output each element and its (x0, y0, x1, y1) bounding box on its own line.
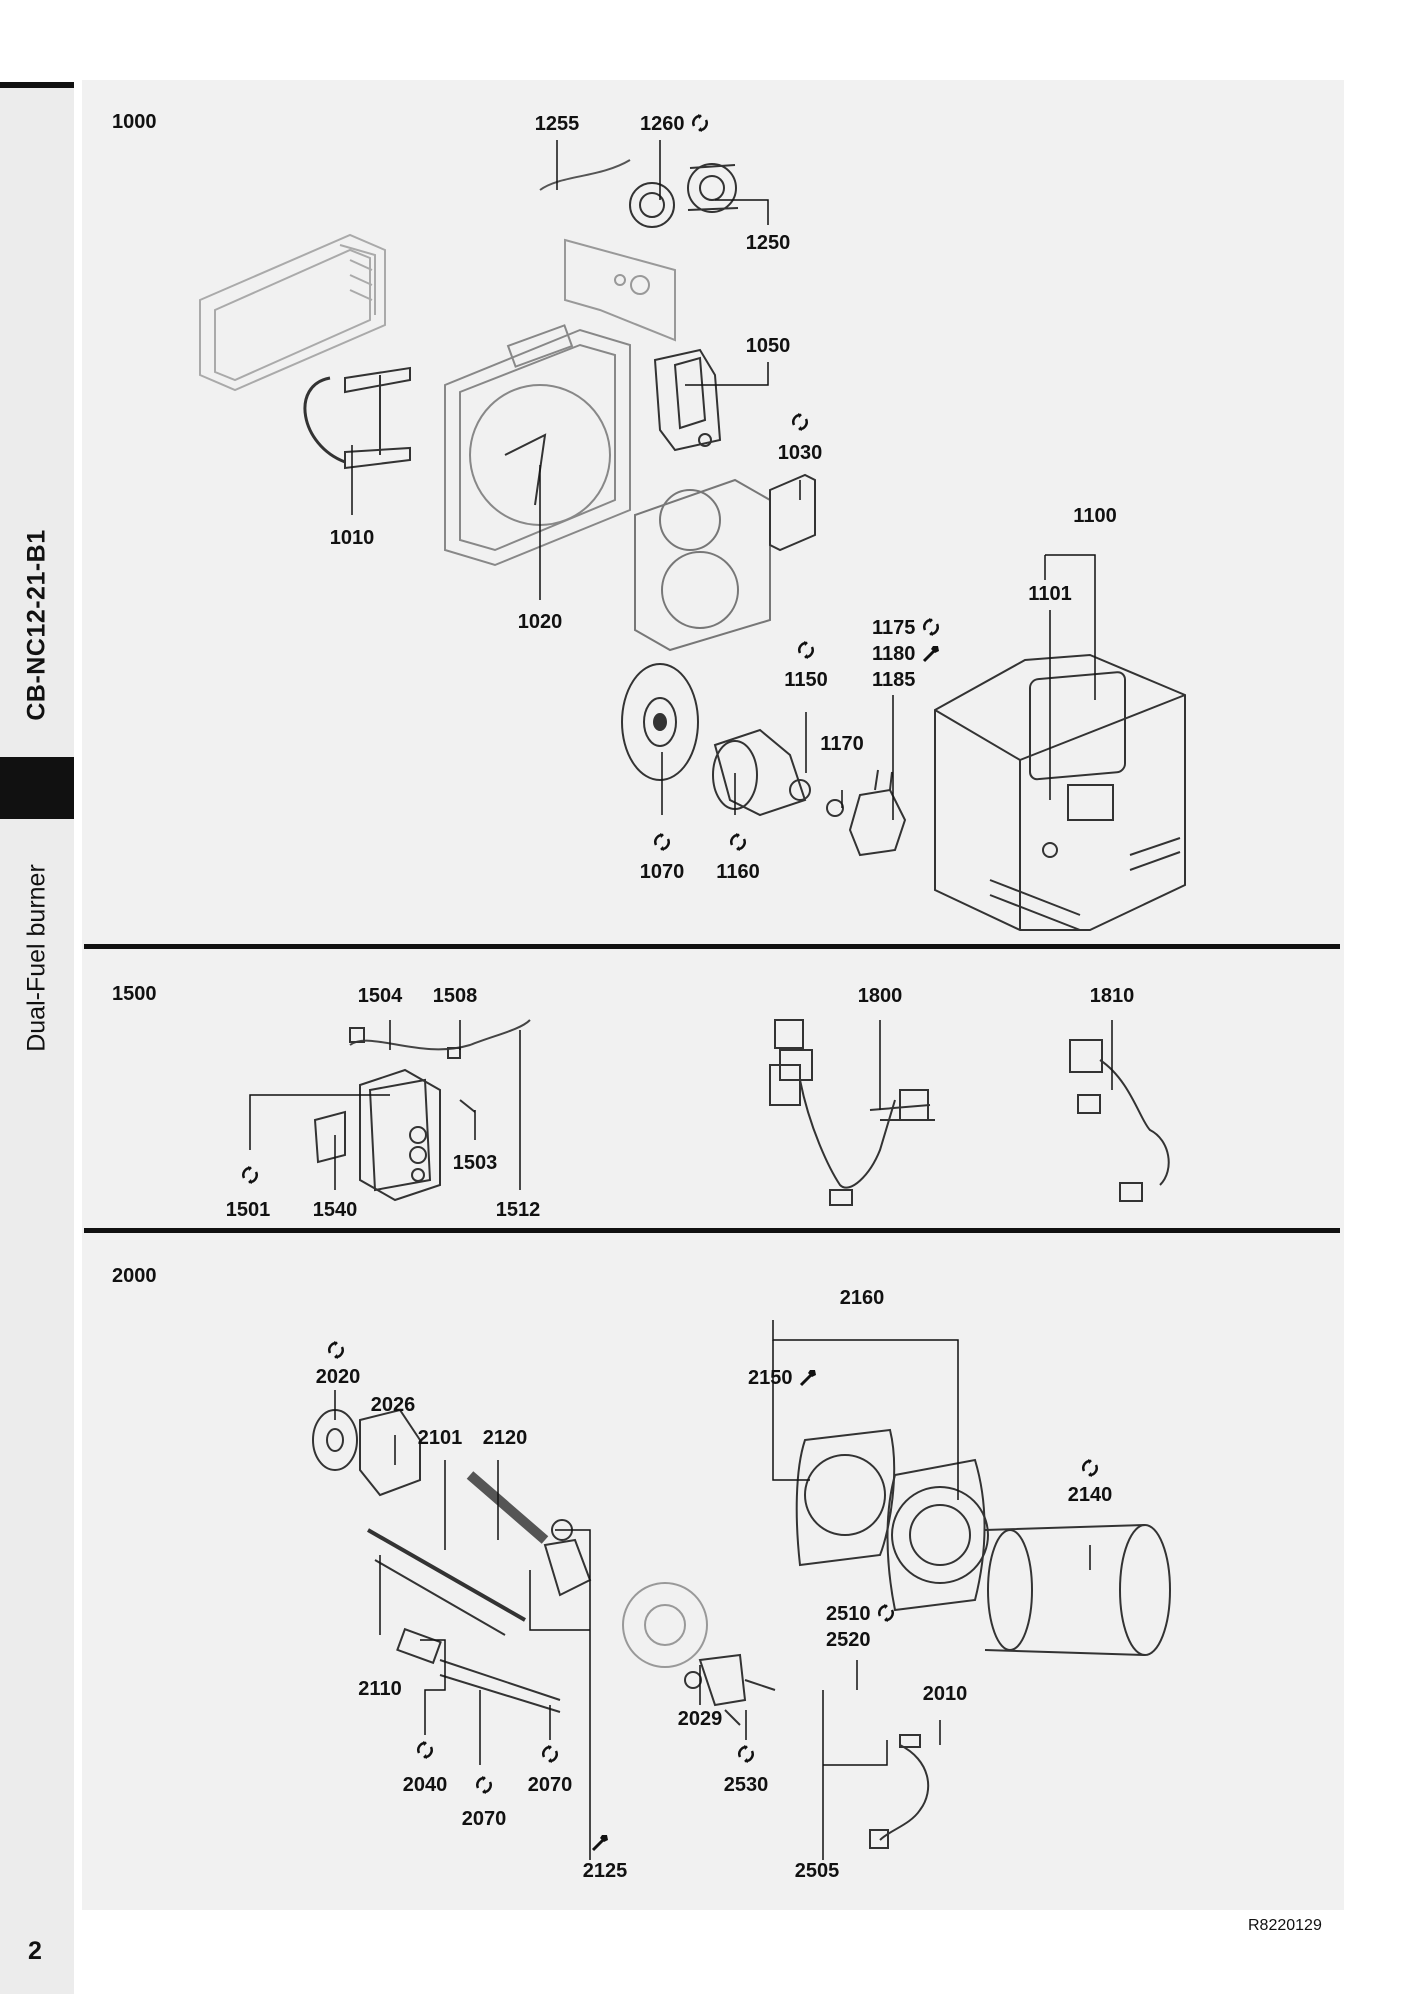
small-parts-drawing (826, 769, 907, 857)
callout-label: 2505 (794, 1860, 840, 1882)
callout-label: 1175 (872, 617, 941, 642)
callout-label: 2020 (315, 1366, 361, 1388)
wiring-harness-drawing-1800 (769, 1019, 935, 1206)
callout-label: 2510 (826, 1603, 896, 1628)
air-intake-drawing (303, 366, 411, 470)
sidebar-top-bar (0, 82, 74, 88)
callout-label: 1501 (225, 1199, 271, 1221)
circular-arrows-icon (921, 617, 941, 642)
callout-label: 1503 (452, 1152, 498, 1174)
callout-label: 1100 (1073, 505, 1117, 527)
diffuser-drawing (622, 1582, 708, 1668)
wrench-icon (921, 643, 941, 668)
fan-wheel-drawing (621, 663, 699, 781)
burner-flange-drawing (886, 1458, 989, 1612)
leader-lines-1500 (249, 1020, 1113, 1190)
callout-label: 1160 (716, 861, 760, 883)
sidebar-strip (0, 82, 74, 1994)
callout-label: 1255 (534, 113, 580, 135)
callout-label: 2070 (527, 1774, 573, 1796)
callout-label: 1504 (357, 985, 403, 1007)
section-divider (84, 1228, 1340, 1233)
circular-arrows-icon (790, 412, 810, 437)
callout-label: 2530 (723, 1774, 769, 1796)
callout-label: 1170 (820, 733, 864, 755)
callout-label: 2110 (358, 1678, 402, 1700)
electrode-rods-drawing (367, 1528, 561, 1713)
capacitor-drawing (769, 473, 816, 552)
callout-label: 1150 (784, 669, 828, 691)
callout-label: 1010 (329, 527, 375, 549)
callout-label: 2026 (370, 1394, 416, 1416)
callout-label: 1260 (640, 113, 710, 138)
actuator-drawing (653, 348, 722, 452)
mounting-plate-drawing (634, 478, 771, 652)
callout-label: 1070 (639, 861, 685, 883)
callout-label: 2070 (461, 1808, 507, 1830)
wrench-icon (590, 1832, 610, 1857)
circular-arrows-icon (736, 1744, 756, 1769)
sidebar-black-tab (0, 757, 74, 819)
wiring-harness-drawing-1810 (1069, 1039, 1170, 1202)
circular-arrows-icon (326, 1340, 346, 1365)
callout-label: 2125 (582, 1860, 628, 1882)
callout-label: 1800 (857, 985, 903, 1007)
wrench-icon (798, 1367, 818, 1392)
circular-arrows-icon (540, 1744, 560, 1769)
callout-label: 1810 (1089, 985, 1135, 1007)
section-number-1000: 1000 (112, 111, 157, 133)
pressure-switch-drawing (539, 159, 739, 228)
callout-label: 2520 (826, 1629, 871, 1651)
circular-arrows-icon (1080, 1458, 1100, 1483)
section-number-1500: 1500 (112, 983, 157, 1005)
circular-arrows-icon (240, 1165, 260, 1190)
callout-label: 2160 (839, 1287, 885, 1309)
circular-arrows-icon (690, 113, 710, 138)
circular-arrows-icon (876, 1603, 896, 1628)
callout-label: 1508 (432, 985, 478, 1007)
circular-arrows-icon (474, 1775, 494, 1800)
callout-label: 1180 (872, 643, 941, 668)
callout-label: 1030 (777, 442, 823, 464)
callout-label: 2120 (482, 1427, 528, 1449)
motor-drawing (712, 728, 811, 817)
callout-label: 1250 (745, 232, 791, 254)
housing-drawing (444, 324, 631, 567)
leader-lines-2000 (334, 1320, 1091, 1860)
callout-label: 2010 (922, 1683, 968, 1705)
callout-label: 1020 (517, 611, 563, 633)
callout-label: 2101 (417, 1427, 463, 1449)
callout-label: 1185 (872, 669, 916, 691)
section-divider (84, 944, 1340, 949)
rear-cover-drawing (199, 233, 386, 392)
top-bracket-drawing (564, 238, 676, 342)
callout-label: 2140 (1067, 1484, 1113, 1506)
callout-label: 2150 (748, 1367, 818, 1392)
leader-lines-1000 (351, 140, 1096, 820)
callout-label: 1512 (495, 1199, 541, 1221)
section-number-2000: 2000 (112, 1265, 157, 1287)
drawing-reference: R8220129 (1248, 1917, 1322, 1934)
circular-arrows-icon (728, 832, 748, 857)
circular-arrows-icon (796, 640, 816, 665)
callout-label: 2029 (677, 1708, 723, 1730)
callout-label: 2040 (402, 1774, 448, 1796)
pump-parts-drawing (684, 1653, 930, 1849)
circular-arrows-icon (652, 832, 672, 857)
callout-label: 1101 (1028, 583, 1072, 605)
callout-label: 1050 (745, 335, 791, 357)
circular-arrows-icon (415, 1740, 435, 1765)
air-damper-drawing (312, 1408, 421, 1497)
cover-hood-drawing (934, 653, 1186, 931)
flange-gasket-drawing (795, 1428, 896, 1567)
control-box-drawing (313, 1019, 531, 1202)
blast-tube-drawing (984, 1524, 1171, 1656)
page-number: 2 (28, 1937, 42, 1965)
callout-label: 1540 (312, 1199, 358, 1221)
